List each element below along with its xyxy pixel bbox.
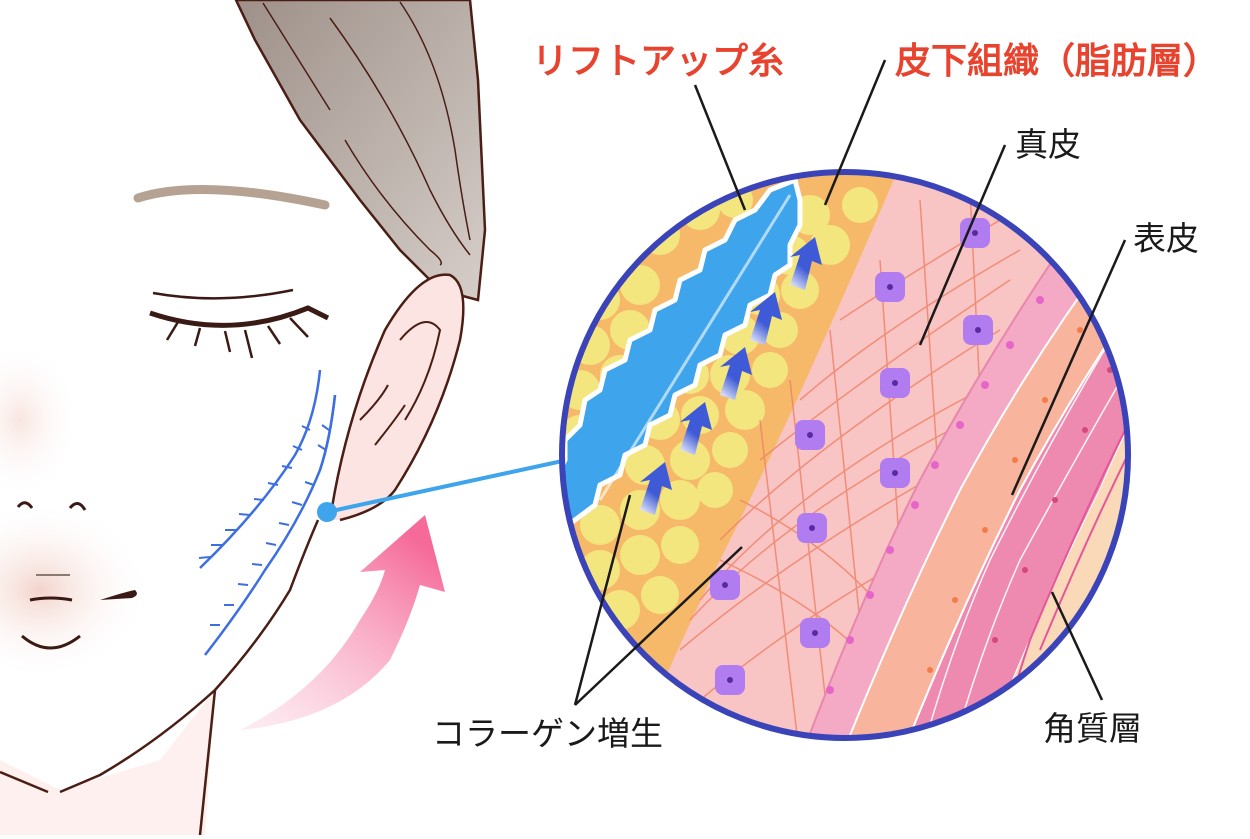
eyelid-crease bbox=[152, 288, 294, 300]
label-stratum-corneum: 角質層 bbox=[1043, 709, 1142, 748]
cheek-blush bbox=[0, 500, 150, 680]
threads-in-face bbox=[198, 369, 337, 656]
connector-line bbox=[326, 453, 591, 514]
face-illustration bbox=[0, 0, 591, 836]
closed-eye bbox=[149, 305, 330, 328]
eyebrow bbox=[133, 184, 330, 210]
label-dermis: 真皮 bbox=[1015, 125, 1081, 164]
nose bbox=[16, 501, 34, 509]
label-lift-thread: リフトアップ糸 bbox=[532, 41, 785, 82]
label-subcutaneous-fat: 皮下組織（脂肪層） bbox=[895, 41, 1220, 82]
magnifier-circle bbox=[559, 169, 1131, 741]
lift-up-arrow-icon bbox=[240, 515, 445, 730]
mouth bbox=[29, 596, 73, 602]
ear bbox=[328, 273, 465, 522]
collagen-arrows bbox=[640, 237, 822, 515]
neck-line bbox=[198, 689, 217, 836]
skin-cross-section bbox=[562, 172, 1128, 738]
chin bbox=[21, 634, 81, 650]
dermis-cells bbox=[710, 218, 993, 695]
label-epidermis: 表皮 bbox=[1133, 219, 1199, 258]
basal-cells bbox=[826, 296, 1044, 694]
label-collagen-growth: コラーゲン増生 bbox=[432, 714, 663, 753]
leader-lines bbox=[573, 59, 1127, 706]
jawline bbox=[0, 519, 320, 794]
hair bbox=[234, 0, 487, 302]
